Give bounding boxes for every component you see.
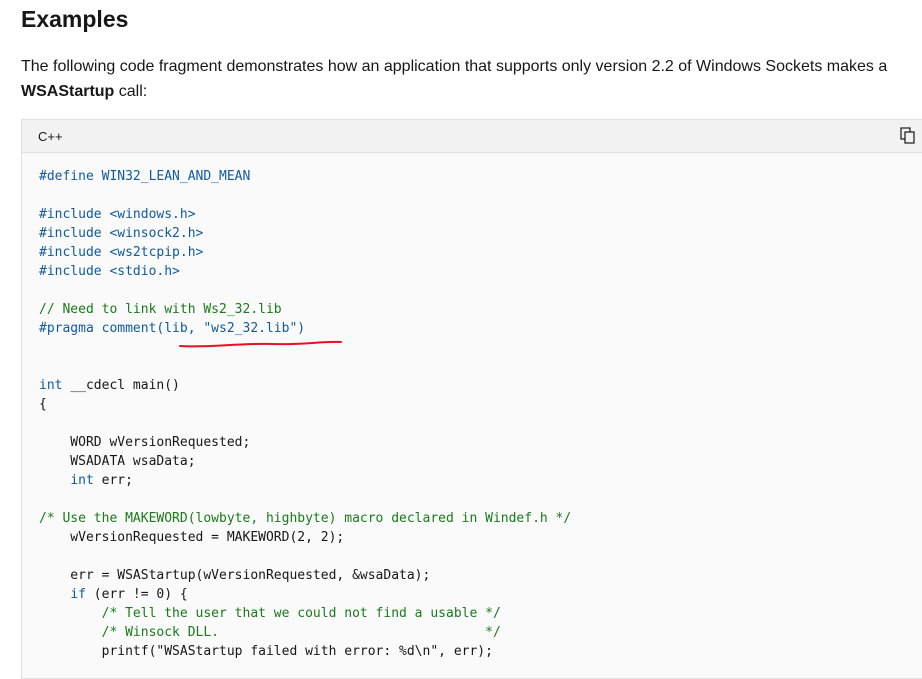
code-line: wVersionRequested = MAKEWORD(2, 2); (39, 530, 345, 545)
intro-text-end: call: (114, 83, 148, 100)
code-line (39, 414, 571, 433)
code-line: if (err != 0) { (70, 587, 188, 602)
code-line: #pragma comment(lib, "ws2_32.lib") (39, 321, 306, 336)
code-line: { (39, 397, 47, 412)
code-line: #include <windows.h> (39, 207, 196, 222)
code-line: #include <ws2tcpip.h> (39, 245, 204, 260)
code-line: #include <stdio.h> (39, 264, 180, 279)
code-line: #include <winsock2.h> (39, 226, 204, 241)
code-line (39, 281, 571, 300)
code-line: int err; (70, 473, 133, 488)
code-line: int __cdecl main() (39, 378, 180, 393)
code-line (39, 357, 571, 376)
code-line: err = WSAStartup(wVersionRequested, &wsa… (39, 568, 431, 583)
code-language-label: C++ (38, 129, 63, 144)
code-header: C++ (22, 120, 922, 153)
code-block: C++ #define WIN32_LEAN_AND_MEAN #include … (21, 119, 922, 679)
code-line: /* Tell the user that we could not find … (39, 606, 501, 621)
code-line: // Need to link with Ws2_32.lib (39, 302, 282, 317)
code-line (39, 547, 571, 566)
code-line: /* Use the MAKEWORD(lowbyte, highbyte) m… (39, 511, 572, 526)
intro-function-name: WSAStartup (21, 83, 115, 100)
code-line (39, 186, 571, 205)
code-line: WSADATA wsaData; (39, 454, 196, 469)
copy-button[interactable] (898, 126, 918, 146)
code-line: #define WIN32_LEAN_AND_MEAN (39, 169, 251, 184)
code-content: #define WIN32_LEAN_AND_MEAN #include <win… (39, 167, 571, 661)
code-line: /* Winsock DLL. */ (39, 625, 501, 640)
code-line: printf("WSAStartup failed with error: %d… (39, 644, 493, 659)
code-line (39, 490, 571, 509)
intro-paragraph: The following code fragment demonstrates… (21, 54, 911, 104)
code-line: WORD wVersionRequested; (39, 435, 251, 450)
intro-text: The following code fragment demonstrates… (21, 58, 888, 75)
section-heading: Examples (21, 6, 129, 32)
copy-icon (900, 127, 915, 144)
red-underline-annotation (179, 340, 342, 348)
